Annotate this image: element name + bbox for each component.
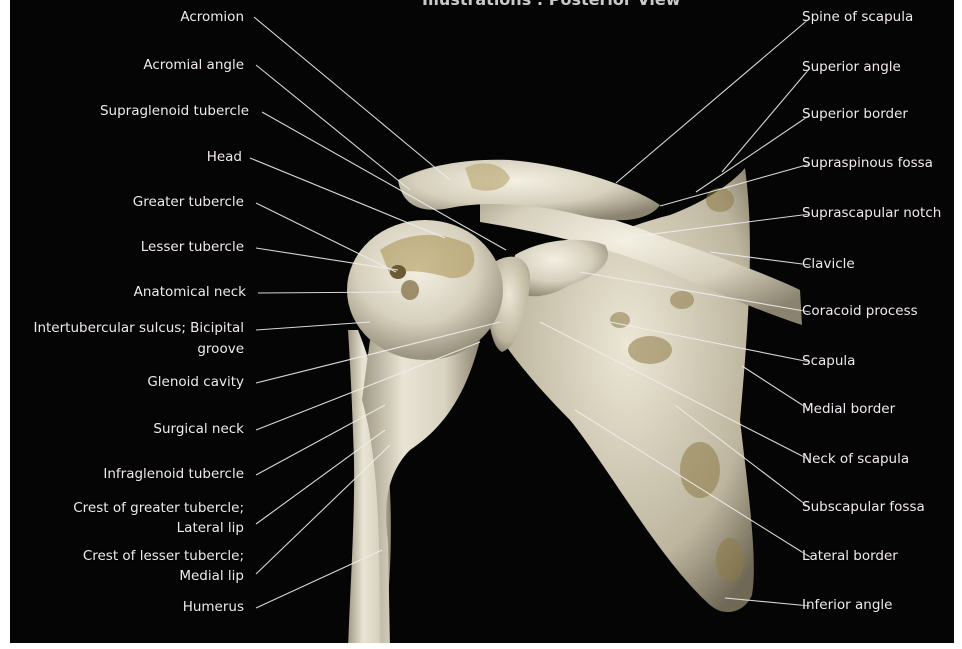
label-greater-tubercle: Greater tubercle	[133, 194, 244, 211]
label-infraglenoid-tubercle: Infraglenoid tubercle	[103, 466, 244, 483]
anatomy-image-frame: Illustrations : Posterior View Acromion …	[10, 0, 954, 643]
label-bicipital-groove: groove	[197, 341, 244, 358]
label-crest-lesser-tubercle: Crest of lesser tubercle;	[83, 548, 244, 565]
label-inferior-angle: Inferior angle	[802, 597, 892, 614]
label-superior-border: Superior border	[802, 106, 908, 123]
image-title: Illustrations : Posterior View	[422, 0, 681, 9]
label-intertubercular-sulcus: Intertubercular sulcus; Bicipital	[33, 320, 244, 337]
label-scapula: Scapula	[802, 353, 855, 370]
label-lesser-tubercle: Lesser tubercle	[141, 239, 244, 256]
label-humerus: Humerus	[183, 599, 244, 616]
label-clavicle: Clavicle	[802, 256, 855, 273]
label-suprascapular-notch: Suprascapular notch	[802, 205, 941, 222]
label-supraglenoid-tubercle: Supraglenoid tubercle	[100, 103, 249, 120]
label-spine-of-scapula: Spine of scapula	[802, 9, 913, 26]
label-subscapular-fossa: Subscapular fossa	[802, 499, 925, 516]
label-acromial-angle: Acromial angle	[143, 57, 244, 74]
label-surgical-neck: Surgical neck	[153, 421, 244, 438]
label-coracoid-process: Coracoid process	[802, 303, 918, 320]
label-head: Head	[207, 149, 242, 166]
label-crest-greater-tubercle: Crest of greater tubercle;	[73, 500, 244, 517]
label-medial-lip: Medial lip	[179, 568, 244, 585]
label-supraspinous-fossa: Supraspinous fossa	[802, 155, 933, 172]
label-anatomical-neck: Anatomical neck	[134, 284, 246, 301]
label-neck-of-scapula: Neck of scapula	[802, 451, 909, 468]
label-lateral-lip: Lateral lip	[177, 520, 244, 537]
label-medial-border: Medial border	[802, 401, 895, 418]
label-lateral-border: Lateral border	[802, 548, 898, 565]
label-superior-angle: Superior angle	[802, 59, 901, 76]
label-acromion: Acromion	[180, 9, 244, 26]
label-glenoid-cavity: Glenoid cavity	[147, 374, 244, 391]
